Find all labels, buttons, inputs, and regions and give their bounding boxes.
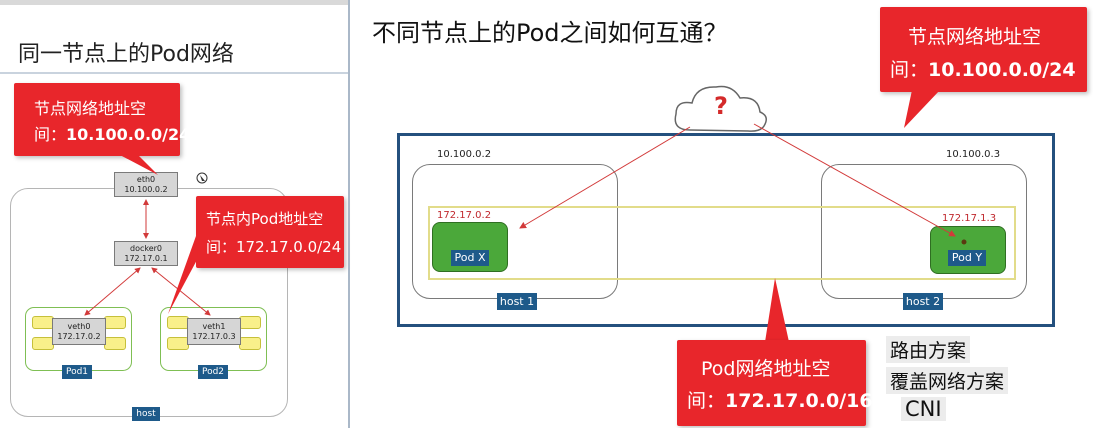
pody-label: Pod Y — [948, 250, 986, 266]
right-node-address-callout: 节点网络地址空 间：10.100.0.0/24 — [880, 7, 1087, 92]
left-title: 同一节点上的Pod网络 — [18, 42, 234, 67]
podx-label: Pod X — [451, 250, 489, 266]
pod-network-band — [428, 206, 1016, 280]
left-node-callout-value: 10.100.0.0/24 — [66, 125, 191, 144]
podx-ip: 172.17.0.2 — [437, 210, 492, 221]
pod2-label: Pod2 — [198, 365, 228, 379]
right-node-callout-prefix: 间： — [890, 59, 929, 81]
docker0-node: docker0 172.17.0.1 — [114, 241, 178, 266]
left-node-callout-prefix: 间： — [34, 125, 67, 144]
solution-cni: CNI — [901, 397, 946, 421]
host2-ip: 10.100.0.3 — [946, 149, 1001, 160]
veth0-node: veth0 172.17.0.2 — [52, 318, 106, 345]
veth1-ip: 172.17.0.3 — [192, 332, 236, 341]
right-node-callout-line1: 节点网络地址空 — [908, 26, 1042, 48]
veth0-ip: 172.17.0.2 — [57, 332, 101, 341]
right-node-callout-value: 10.100.0.0/24 — [928, 59, 1076, 81]
left-pod-callout-pointer — [168, 236, 198, 314]
left-title-separator — [0, 72, 350, 74]
cursor-icon — [961, 239, 967, 245]
veth1-node: veth1 172.17.0.3 — [187, 318, 241, 345]
left-pod-callout-line2: 间：172.17.0.0/24 — [206, 238, 342, 256]
host2-label: host 2 — [903, 293, 943, 310]
right-connector-layer — [519, 85, 967, 245]
host1-ip: 10.100.0.2 — [437, 149, 492, 160]
left-node-callout-line2: 间：10.100.0.0/24 — [34, 121, 190, 145]
pody-ip: 172.17.1.3 — [942, 213, 997, 224]
pod-network-address-callout: Pod网络地址空 间：172.17.0.0/16 — [677, 340, 873, 426]
pod1-label: Pod1 — [62, 365, 92, 379]
right-node-callout-line2: 间：10.100.0.0/24 — [890, 55, 1076, 82]
left-node-callout-pointer — [120, 155, 158, 175]
host1-label: host 1 — [497, 293, 537, 310]
pod-network-callout-prefix: 间： — [687, 390, 726, 412]
solution-overlay: 覆盖网络方案 — [886, 367, 1009, 394]
docker0-name: docker0 — [129, 244, 163, 253]
left-host-label: host — [132, 407, 160, 421]
pod-network-callout-line1: Pod网络地址空 — [701, 358, 831, 380]
right-title: 不同节点上的Pod之间如何互通？ — [372, 19, 728, 47]
left-pod-address-callout: 节点内Pod地址空 间：172.17.0.0/24 — [196, 196, 344, 268]
pod-network-callout-value: 172.17.0.0/16 — [725, 390, 873, 412]
arrow-cloud-to-podx — [519, 126, 691, 229]
left-pod-callout-line1: 节点内Pod地址空 — [206, 210, 324, 228]
veth0-name: veth0 — [67, 322, 91, 331]
left-node-address-callout: 节点网络地址空 间：10.100.0.0/24 — [14, 83, 190, 156]
left-top-strip — [0, 0, 350, 5]
panel-divider — [348, 0, 350, 428]
cloud-icon — [674, 85, 767, 132]
left-connector-arrows — [84, 172, 211, 316]
eth0-name: eth0 — [136, 175, 156, 184]
eth0-ip: 10.100.0.2 — [124, 185, 168, 194]
eth0-node: eth0 10.100.0.2 — [114, 172, 178, 197]
left-node-callout-line1: 节点网络地址空 — [34, 99, 147, 118]
solution-routing: 路由方案 — [886, 336, 971, 363]
pod-network-callout-pointer — [765, 278, 789, 342]
veth1-name: veth1 — [202, 322, 226, 331]
right-node-callout-pointer — [904, 90, 940, 128]
docker0-ip: 172.17.0.1 — [124, 254, 168, 263]
arrow-cloud-to-pody — [753, 123, 956, 237]
cloud-question-mark: ? — [714, 92, 728, 120]
pod-network-callout-line2: 间：172.17.0.0/16 — [687, 386, 873, 413]
